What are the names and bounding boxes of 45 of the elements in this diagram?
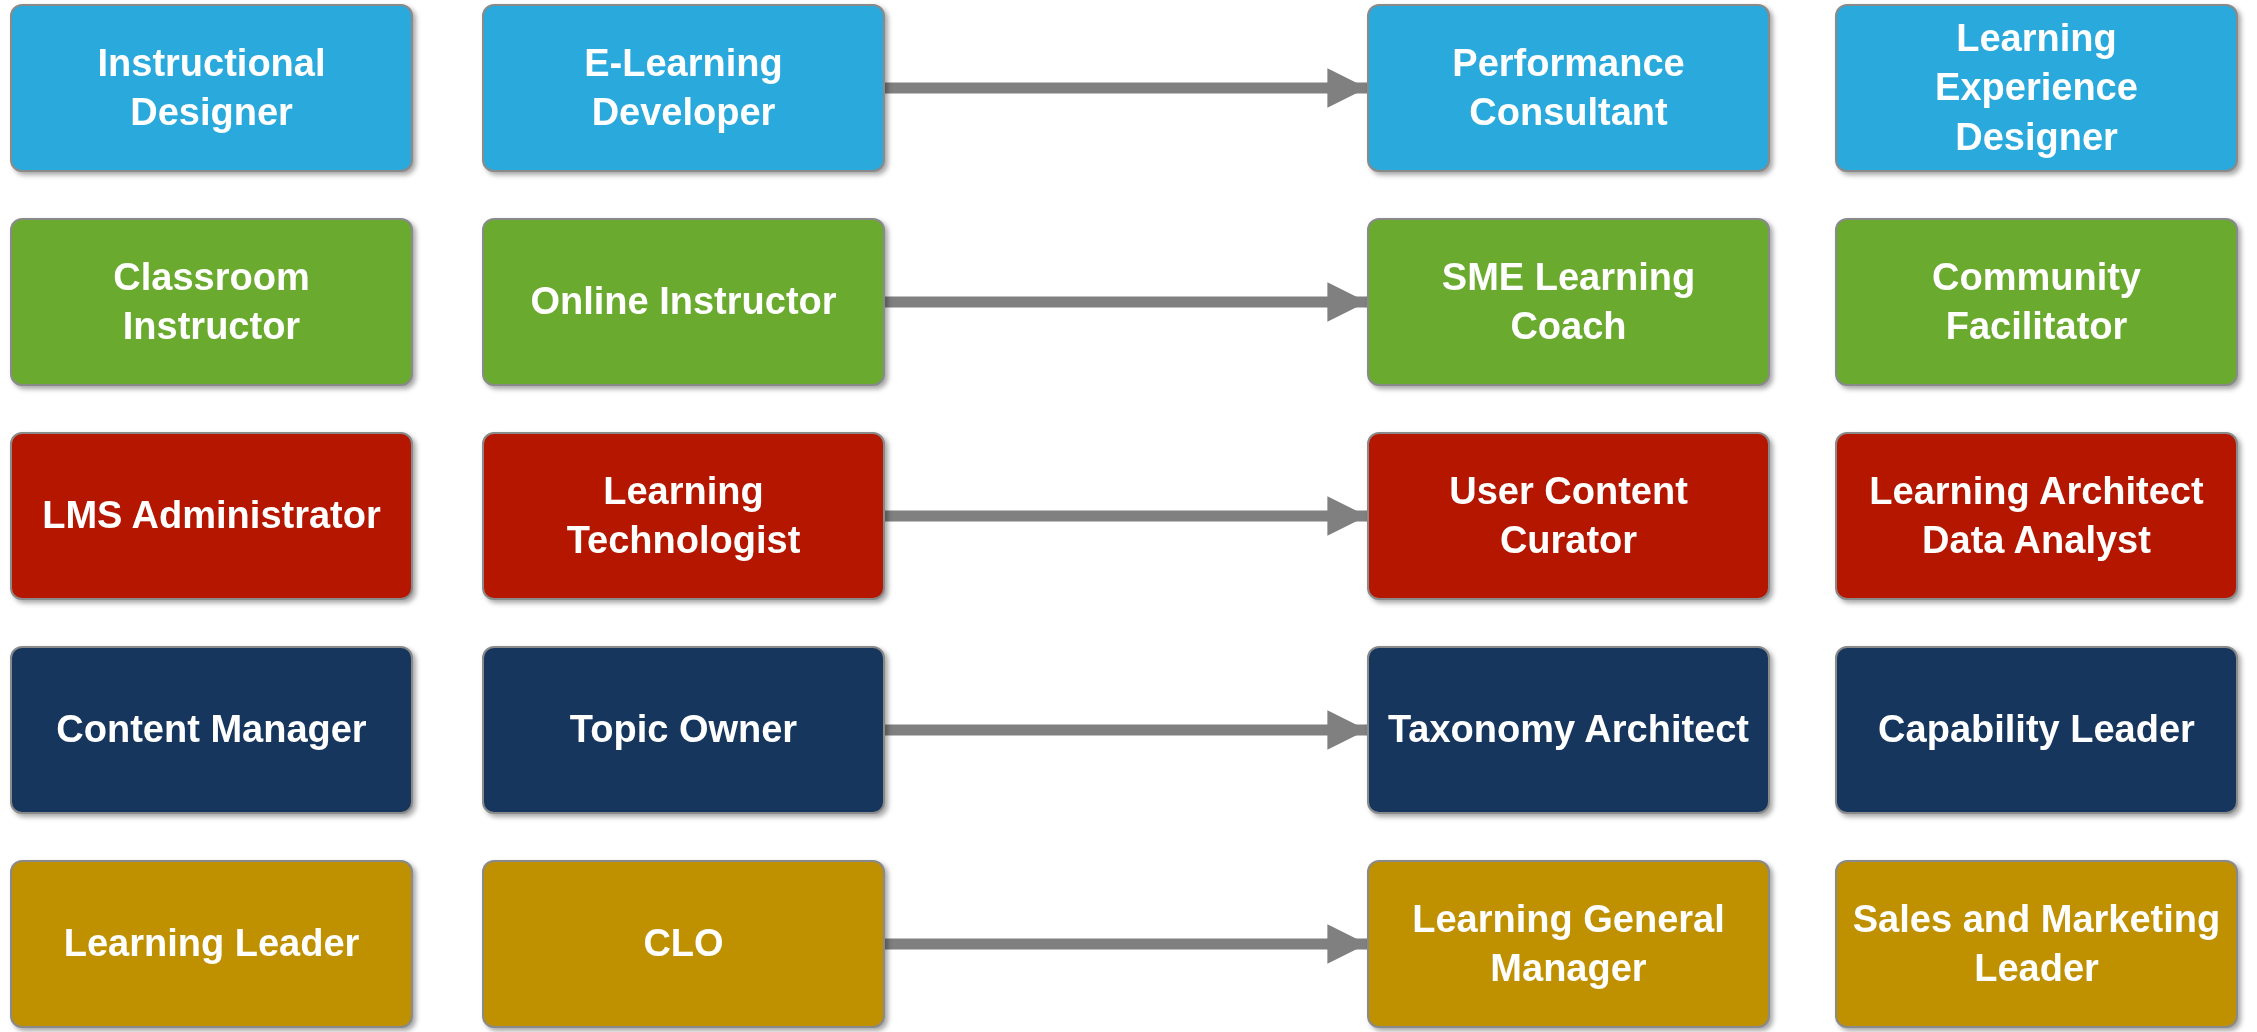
role-box (1835, 860, 2238, 1028)
role-label: Classroom Instructor (112, 254, 311, 349)
role-label: Sales and Marketing Leader (1851, 896, 2222, 991)
role-box (482, 432, 885, 600)
role-box (1367, 432, 1770, 600)
role-box (1835, 218, 2238, 386)
role-label: Capability Leader (1878, 707, 2195, 753)
arrow (885, 68, 1367, 108)
role-box (482, 218, 885, 386)
role-label: E-Learning Developer (583, 40, 784, 135)
role-box (482, 860, 885, 1028)
role-label: CLO (643, 921, 724, 967)
role-label: Instructional Designer (96, 40, 327, 135)
role-label: Online Instructor (530, 279, 837, 325)
role-box (482, 4, 885, 172)
role-box (10, 646, 413, 814)
role-box (1367, 4, 1770, 172)
role-box (10, 860, 413, 1028)
role-label: User Content Curator (1448, 468, 1689, 563)
role-box (1835, 432, 2238, 600)
role-label: LMS Administrator (42, 493, 381, 539)
arrow (885, 282, 1367, 322)
role-box (1835, 4, 2238, 172)
role-box (1367, 218, 1770, 386)
role-label: Learning Technologist (565, 468, 802, 563)
role-label: SME Learning Coach (1440, 254, 1697, 349)
role-label: Taxonomy Architect (1387, 707, 1750, 753)
role-label: Performance Consultant (1451, 40, 1686, 135)
arrow (885, 924, 1367, 964)
role-box (482, 646, 885, 814)
role-label: Learning Leader (63, 921, 360, 967)
role-box (10, 218, 413, 386)
role-box (10, 432, 413, 600)
role-box (1367, 646, 1770, 814)
arrow (885, 710, 1367, 750)
role-box (10, 4, 413, 172)
role-label: Learning General Manager (1411, 896, 1726, 991)
role-label: Learning Architect Data Analyst (1868, 468, 2205, 563)
role-label: Community Facilitator (1931, 254, 2142, 349)
role-label: Learning Experience Designer (1934, 15, 2139, 160)
role-label: Topic Owner (569, 707, 798, 753)
arrow (885, 496, 1367, 536)
role-box (1367, 860, 1770, 1028)
role-label: Content Manager (56, 707, 367, 753)
role-box (1835, 646, 2238, 814)
